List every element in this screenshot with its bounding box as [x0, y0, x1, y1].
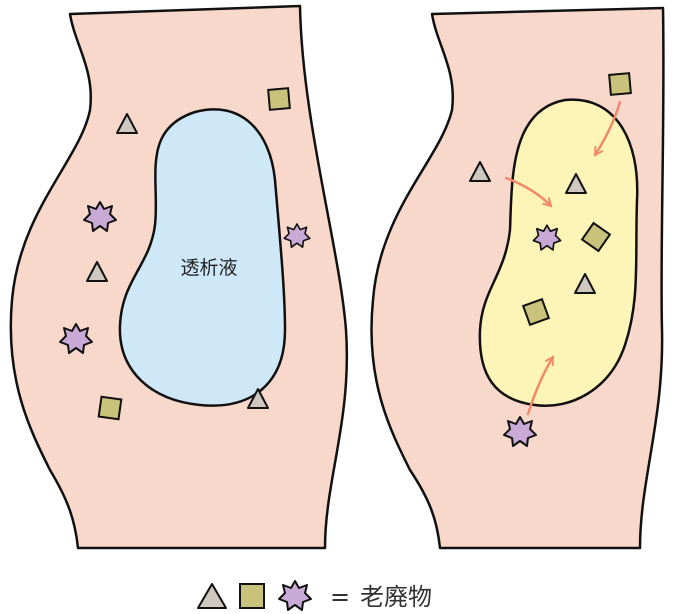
waste-square	[97, 395, 123, 421]
legend: = 老廃物	[197, 580, 432, 611]
dialysate-pouch-clear	[118, 108, 287, 407]
legend-triangle-icon	[197, 583, 227, 609]
legend-square-icon	[239, 583, 265, 609]
legend-equals: =	[330, 583, 350, 611]
waste-square	[608, 72, 632, 96]
right-panel	[370, 6, 665, 550]
left-panel: 透析液	[9, 4, 349, 550]
waste-square	[267, 87, 291, 111]
diffusion-arrow	[593, 100, 622, 157]
dialysate-label: 透析液	[180, 257, 237, 279]
diffusion-arrow	[504, 176, 553, 208]
legend-star-icon	[278, 580, 312, 611]
diffusion-arrow	[526, 355, 555, 416]
dialysate-pouch-with-waste	[478, 98, 639, 407]
legend-text: 老廃物	[360, 583, 432, 611]
